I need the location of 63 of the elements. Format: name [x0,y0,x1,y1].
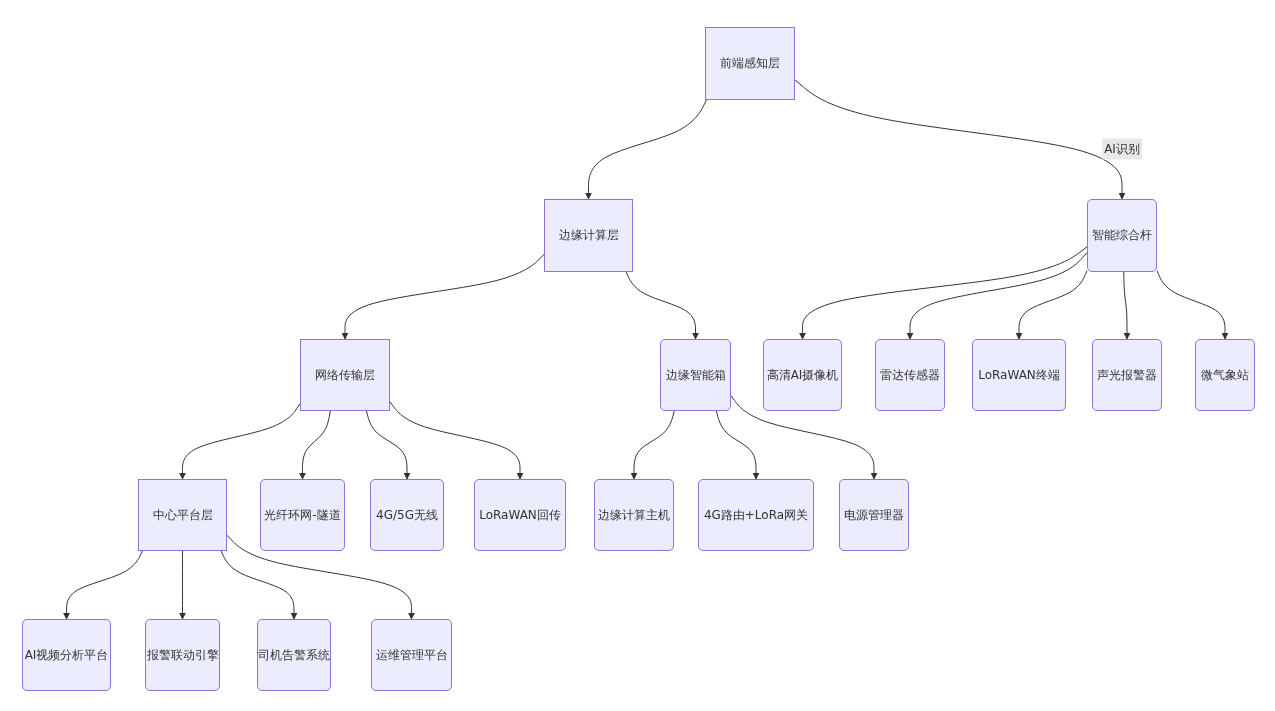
edge-label: AI识别 [1102,138,1142,160]
arrow [625,271,699,340]
node-label: 运维管理平台 [375,646,448,664]
node-label: 光纤环网-隧道 [264,506,341,524]
process-box [371,619,452,691]
process-box [1195,339,1255,411]
process-box [1087,199,1157,272]
node-label: AI视频分析平台 [24,646,109,664]
node-label: LoRaWAN回传 [479,506,561,524]
node-label: 边缘计算主机 [598,506,670,524]
node-label: 4G路由+LoRa网关 [703,506,809,524]
process-box [22,619,111,691]
node-label: 司机告警系统 [258,646,330,664]
arrow [341,253,545,340]
node-label: 中心平台层 [152,506,213,524]
node-label: 边缘智能箱 [665,366,726,384]
arrow [1015,270,1088,340]
process-box [1092,339,1162,411]
arrow [585,99,707,200]
process-box [763,339,842,411]
node-label: 微气象站 [1201,366,1249,384]
arrow [730,395,878,480]
process-box [972,339,1066,411]
node-label: 声光报警器 [1097,366,1157,384]
process-box [260,479,345,551]
arrow [630,410,675,480]
node-label: 报警联动引擎 [146,646,219,664]
process-box [300,339,390,411]
process-box [138,479,227,551]
process-box [474,479,566,551]
node-label: 高清AI摄像机 [766,366,839,384]
node-label: 边缘计算层 [558,227,619,244]
node-label: 智能综合杆 [1092,227,1152,244]
arrow [906,252,1088,340]
process-box [705,27,795,100]
process-box [544,199,633,272]
process-box [145,619,220,691]
arrow [715,410,760,480]
node-label: 雷达传感器 [880,366,940,384]
arrow [226,534,415,620]
node-label: 电源管理器 [844,506,904,524]
arrow [1156,270,1229,340]
process-box [698,479,814,551]
arrow [299,410,331,480]
process-box [370,479,444,551]
node-label: 网络传输层 [315,366,375,384]
arrow [799,246,1088,340]
process-box [875,339,945,411]
process-box [257,619,331,691]
arrow [220,550,298,620]
process-box [594,479,674,551]
arrow [1123,271,1131,340]
arrow [389,401,524,480]
arrow [179,550,186,620]
node-label: LoRaWAN终端 [978,366,1060,384]
node-label: 前端感知层 [720,55,780,72]
process-box [660,339,731,411]
arrow [365,410,411,480]
arrow [63,550,143,620]
arrow [179,403,301,480]
node-label: 4G/5G无线 [376,506,438,524]
process-box [839,479,909,551]
arrow [794,79,1126,200]
